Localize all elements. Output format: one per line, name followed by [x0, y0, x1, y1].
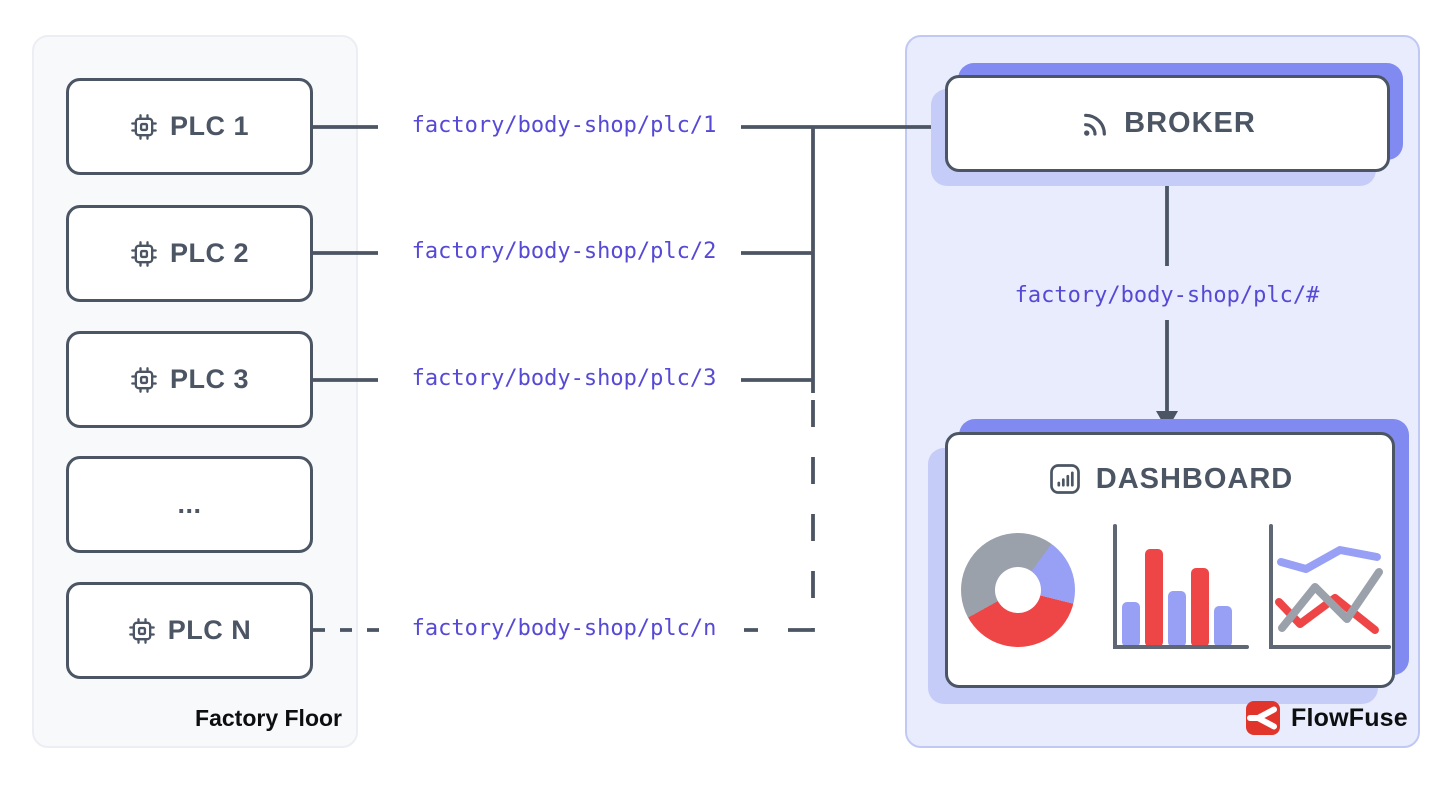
dashboard-preview-charts [945, 520, 1395, 670]
plc-3-node: PLC 3 [66, 331, 313, 428]
plc-1-node: PLC 1 [66, 78, 313, 175]
dashboard-label: DASHBOARD [1095, 462, 1294, 495]
cpu-icon [131, 113, 157, 140]
topic-label-plc3: factory/body-shop/plc/3 [411, 366, 717, 391]
plc-3-label: PLC 3 [169, 364, 250, 394]
bar-chart-graphic [1113, 524, 1249, 649]
rss-icon [1084, 113, 1107, 136]
cpu-icon [131, 366, 157, 393]
cpu-icon [131, 240, 157, 267]
connector-bus-dashed [744, 400, 815, 632]
plc-2-label: PLC 2 [169, 238, 250, 268]
cpu-icon [128, 617, 155, 644]
plc-n-node: PLC N [66, 582, 313, 679]
broker-label: BROKER [1124, 107, 1256, 139]
topic-label-plc1: factory/body-shop/plc/1 [411, 113, 717, 138]
plc-ellipsis-label: ... [177, 489, 202, 519]
topic-label-plcn: factory/body-shop/plc/n [411, 616, 717, 641]
factory-floor-caption: Factory Floor [195, 705, 342, 731]
brand-name: FlowFuse [1291, 703, 1408, 732]
broker-node: BROKER [945, 75, 1390, 172]
plc-ellipsis-node: ... [66, 456, 313, 553]
topic-label-plc2: factory/body-shop/plc/2 [411, 239, 717, 264]
flowfuse-logo [1246, 701, 1280, 735]
brand-lockup: FlowFuse [1245, 700, 1408, 736]
plc-n-label: PLC N [167, 615, 252, 645]
plc-1-label: PLC 1 [169, 111, 250, 141]
topic-label-subscription: factory/body-shop/plc/# [1014, 283, 1320, 308]
plc-2-node: PLC 2 [66, 205, 313, 302]
line-chart-graphic [1269, 524, 1391, 649]
donut-chart-graphic [961, 533, 1075, 647]
bar-chart-icon [1049, 464, 1080, 494]
